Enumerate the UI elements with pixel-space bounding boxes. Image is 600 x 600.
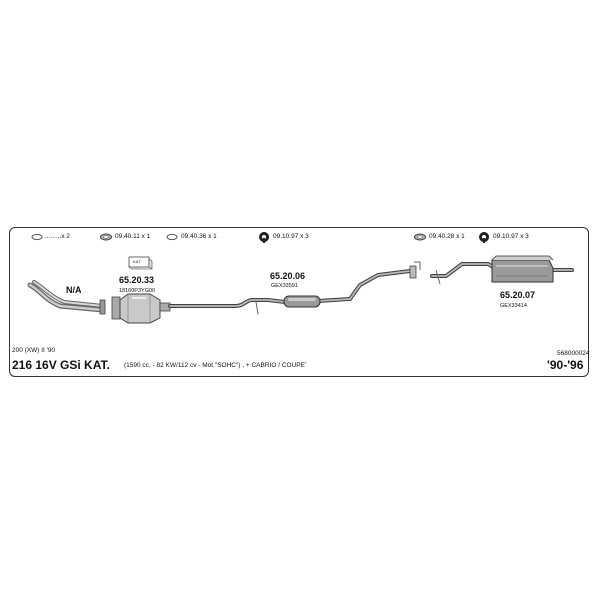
o-ring-icon — [166, 233, 178, 241]
hardware-label: 09.10.97 x 3 — [273, 233, 309, 240]
hardware-label: .........x 2 — [45, 233, 70, 240]
front-pipe — [27, 280, 106, 315]
o-ring-icon — [31, 233, 43, 241]
rear-code: 65.20.07 — [500, 290, 536, 300]
middle-code: 65.20.06 — [270, 271, 306, 281]
catalog-ref: 568000024 — [557, 350, 590, 357]
hardware-label: 09.40.28 x 1 — [429, 233, 465, 240]
resonator — [283, 295, 321, 308]
kat-badge-label: KAT — [133, 259, 141, 264]
hardware-label: 09.10.97 x 3 — [493, 233, 529, 240]
middle-oem: GEX33591 — [271, 283, 298, 289]
catalyst-code: 65.20.33 — [119, 275, 155, 285]
vehicle-details: (1590 cc. - 82 KW/112 cv - Mot."SOHC") ,… — [124, 362, 307, 369]
bolt-clamp-icon — [479, 232, 490, 243]
front-pipe-code: N/A — [66, 285, 82, 295]
rear-silencer — [491, 255, 554, 283]
catalyst-oem: 18160P3YG00 — [119, 288, 156, 294]
rear-pipe — [430, 262, 574, 278]
diagram-frame — [9, 227, 589, 377]
hardware-label: 09.40.36 x 1 — [181, 233, 217, 240]
hardware-label: 09.40.11 x 1 — [115, 233, 151, 240]
model-years: '90-'96 — [547, 358, 584, 372]
middle-pipe — [168, 269, 412, 315]
rear-oem: GEX33414 — [500, 303, 527, 309]
vehicle-model: 216 16V GSi KAT. — [12, 358, 110, 372]
bolt-clamp-icon — [259, 232, 270, 243]
vehicle-subtitle: 200 (XW) II '90 — [12, 347, 56, 354]
catalyst-converter — [111, 293, 171, 324]
